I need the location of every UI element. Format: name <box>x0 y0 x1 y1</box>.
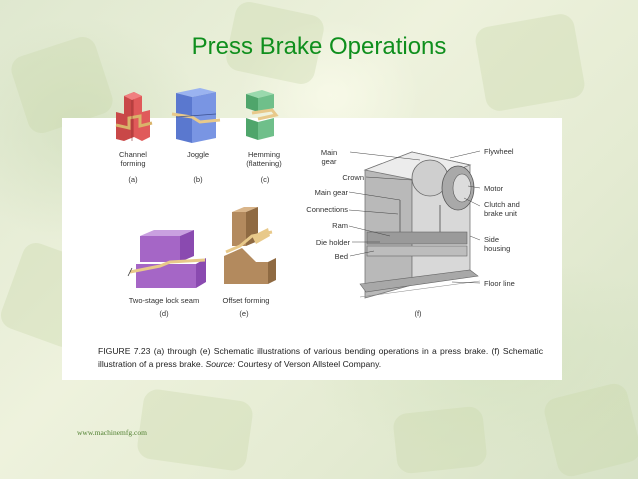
part-label-side-housing: Side housing <box>484 235 511 253</box>
joggle-illustration <box>171 88 221 143</box>
press-brake-letter: (f) <box>414 309 422 318</box>
slide-title: Press Brake Operations <box>191 33 447 60</box>
figure-caption: FIGURE 7.23 (a) through (e) Schematic il… <box>98 345 543 371</box>
part-label-motor: Motor <box>484 184 504 193</box>
operation-letter-e: (e) <box>239 309 249 318</box>
footer-url[interactable]: www.machinemfg.com <box>77 428 147 437</box>
caption-source-text: Courtesy of Verson Allsteel Company. <box>235 359 382 369</box>
part-label-die-holder: Die holder <box>315 238 350 247</box>
offset-forming-illustration <box>224 207 276 284</box>
leader-lines <box>348 150 481 284</box>
channel-forming-illustration <box>115 92 153 141</box>
caption-text: FIGURE 7.23 (a) through (e) Schematic il… <box>98 346 543 369</box>
hemming-illustration <box>246 90 279 140</box>
part-label-floor-line: Floor line <box>484 279 515 288</box>
operation-label-b: Joggle <box>186 150 210 159</box>
operation-label-c: Hemming (flattening) <box>246 150 282 168</box>
part-label-bed: Bed <box>334 252 348 261</box>
part-label-main-gear: Main gear <box>314 188 348 197</box>
part-label-ram: Ram <box>332 221 348 230</box>
part-label-connections: Connections <box>306 205 348 214</box>
caption-source-label: Source: <box>205 359 236 369</box>
part-label-flywheel: Flywheel <box>484 147 514 156</box>
operation-letter-c: (c) <box>260 175 270 184</box>
press-brake-illustration <box>359 151 481 299</box>
part-label-main-gear-top: Main gear <box>320 148 338 166</box>
part-label-crown: Crown <box>342 173 364 182</box>
operation-label-d: Two-stage lock seam <box>128 296 200 305</box>
part-label-clutch-brake: Clutch and brake unit <box>484 200 520 218</box>
lock-seam-illustration <box>127 230 206 288</box>
operation-letter-b: (b) <box>193 175 203 184</box>
operation-letter-d: (d) <box>159 309 169 318</box>
operation-letter-a: (a) <box>128 175 138 184</box>
operation-label-a: Channel forming <box>119 150 147 168</box>
operation-label-e: Offset forming <box>222 296 270 305</box>
